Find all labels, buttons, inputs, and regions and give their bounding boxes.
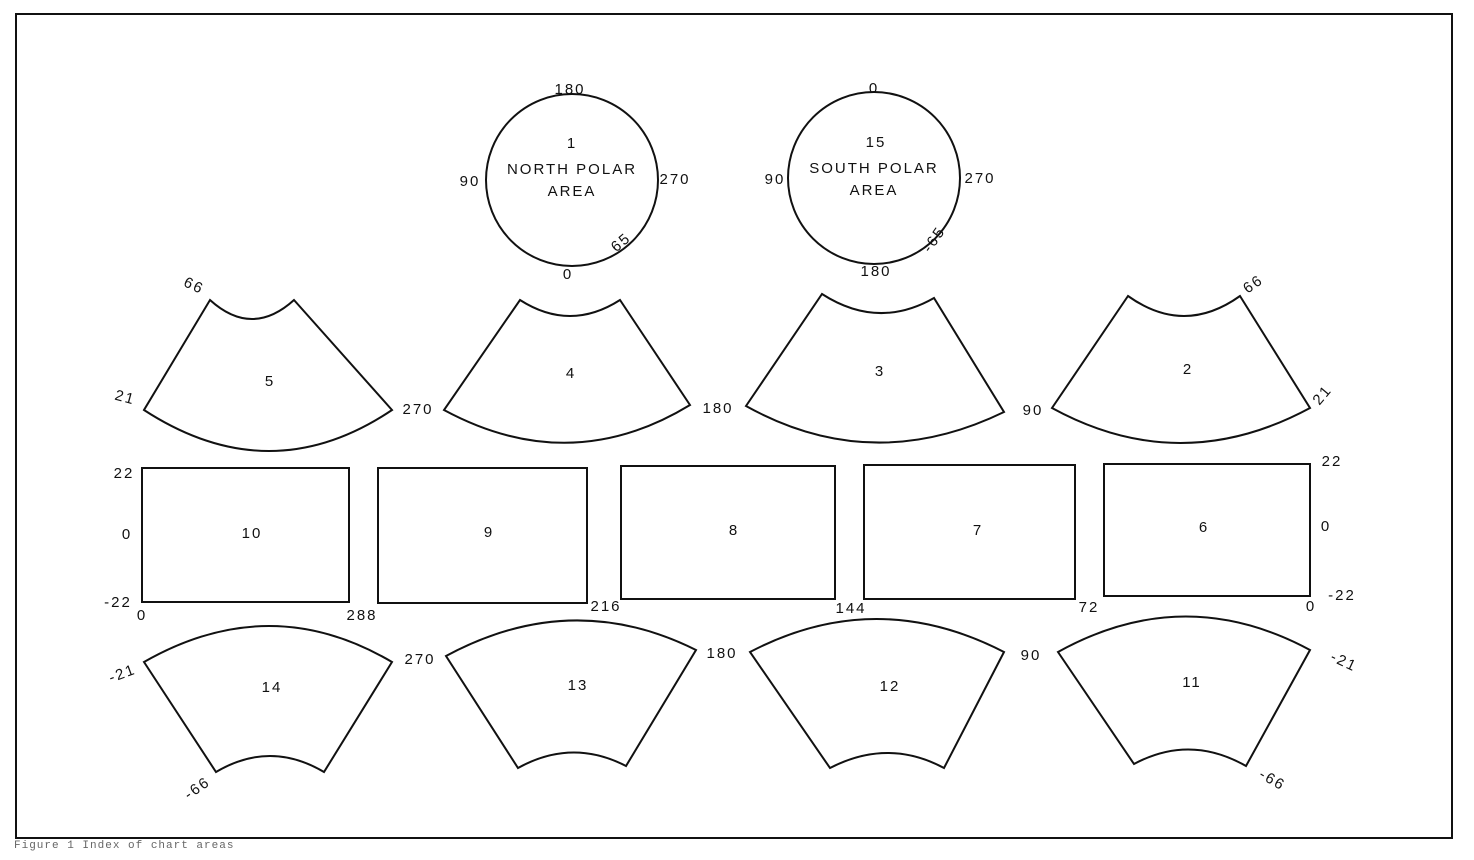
lower-right-latitude-minus-21: -21 [1328, 648, 1360, 675]
north-polar-edge-latitude: 65 [608, 229, 635, 255]
longitude-tick-0-right: 0 [1306, 598, 1316, 615]
north-polar-left-longitude: 90 [460, 173, 481, 190]
sector-5-number: 5 [265, 373, 275, 390]
lower-left-latitude-minus-66: -66 [181, 773, 213, 803]
sector-14-number: 14 [262, 679, 283, 696]
sector-13-outline [444, 619, 698, 770]
south-polar-name-line1: SOUTH POLAR [809, 160, 939, 177]
north-polar-name-line2: AREA [548, 183, 597, 200]
sector-10-number: 10 [242, 525, 263, 542]
diagram-frame [15, 13, 1453, 839]
north-polar-right-longitude: 270 [659, 171, 690, 188]
south-polar-name-line2: AREA [850, 182, 899, 199]
sector-14-outline [142, 625, 394, 774]
longitude-tick-216: 216 [590, 598, 621, 615]
north-polar-name-line1: NORTH POLAR [507, 161, 637, 178]
equatorial-right-latitude-minus-22: -22 [1328, 587, 1356, 604]
sector-3-outline [744, 292, 1006, 444]
longitude-tick-144: 144 [835, 600, 866, 617]
south-polar-area: 15 SOUTH POLAR AREA 0 180 90 270 -65 [765, 80, 995, 280]
sector-6-outline [1103, 463, 1311, 597]
equatorial-left-latitude-22: 22 [114, 465, 135, 482]
upper-right-latitude-21: 21 [1309, 382, 1335, 409]
upper-longitude-270: 270 [402, 401, 433, 418]
upper-left-latitude-21: 21 [113, 387, 137, 409]
north-polar-circle [485, 93, 659, 267]
sector-7-outline [863, 464, 1076, 600]
south-polar-bottom-longitude: 180 [860, 263, 891, 280]
sector-11-number: 11 [1182, 674, 1202, 691]
lower-sector-row: 14 13 12 11 -21 -66 270 180 90 -21 -66 [107, 615, 1360, 803]
sector-8-outline [620, 465, 836, 600]
equatorial-sector-row: 10 9 8 7 6 22 0 -22 22 0 -22 0 288 216 1… [104, 453, 1356, 624]
south-polar-right-longitude: 270 [964, 170, 995, 187]
sector-2-number: 2 [1183, 361, 1193, 378]
lower-left-latitude-minus-21: -21 [107, 661, 139, 686]
lower-longitude-90: 90 [1021, 647, 1042, 664]
figure-caption: Figure 1 Index of chart areas [14, 840, 235, 852]
upper-right-latitude-66: 66 [1240, 271, 1267, 297]
longitude-tick-0-left: 0 [137, 607, 147, 624]
longitude-tick-288: 288 [346, 607, 377, 624]
south-polar-top-longitude: 0 [869, 80, 879, 97]
sector-4-number: 4 [566, 365, 576, 382]
sector-12-number: 12 [880, 678, 901, 695]
sector-12-outline [748, 618, 1006, 770]
longitude-tick-72: 72 [1079, 599, 1100, 616]
sector-8-number: 8 [729, 522, 739, 539]
sector-6-number: 6 [1199, 519, 1209, 536]
south-polar-circle [787, 91, 961, 265]
north-polar-number: 1 [567, 135, 577, 152]
sector-11-outline [1056, 615, 1312, 768]
equatorial-right-latitude-0: 0 [1321, 518, 1331, 535]
upper-longitude-180: 180 [702, 400, 733, 417]
sector-3-number: 3 [875, 363, 885, 380]
equatorial-left-latitude-0: 0 [122, 526, 132, 543]
sector-10-outline [141, 467, 350, 603]
sector-4-outline [442, 298, 692, 444]
upper-left-latitude-66: 66 [181, 274, 207, 298]
lower-longitude-180: 180 [706, 645, 737, 662]
south-polar-number: 15 [866, 134, 887, 151]
lower-right-latitude-minus-66: -66 [1256, 766, 1288, 795]
equatorial-left-latitude-minus-22: -22 [104, 594, 132, 611]
north-polar-area: 1 NORTH POLAR AREA 180 0 90 270 65 [460, 81, 690, 283]
sector-13-number: 13 [568, 677, 589, 694]
sector-2-outline [1050, 294, 1312, 444]
lower-longitude-270: 270 [404, 651, 435, 668]
sector-9-number: 9 [484, 524, 494, 541]
sector-5-outline [142, 298, 394, 452]
sector-7-number: 7 [973, 522, 983, 539]
upper-longitude-90: 90 [1023, 402, 1044, 419]
sector-9-outline [377, 467, 588, 604]
equatorial-right-latitude-22: 22 [1322, 453, 1343, 470]
north-polar-top-longitude: 180 [554, 81, 585, 98]
south-polar-left-longitude: 90 [765, 171, 786, 188]
upper-sector-row: 5 4 3 2 21 66 270 180 90 21 66 [113, 271, 1336, 452]
north-polar-bottom-longitude: 0 [563, 266, 573, 283]
